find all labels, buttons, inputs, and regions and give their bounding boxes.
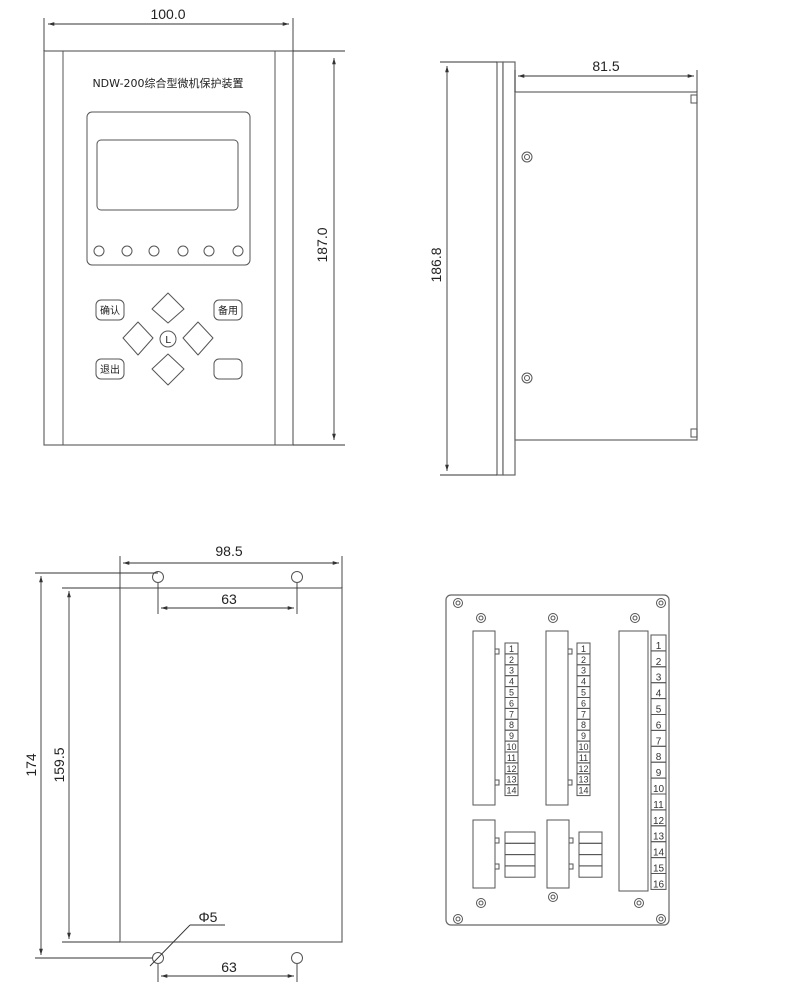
terminal-number: 2: [581, 655, 586, 665]
terminal-number: 1: [581, 644, 586, 654]
terminal-number: 6: [656, 720, 662, 731]
terminal-number: 12: [578, 764, 588, 774]
center-button[interactable]: [159, 330, 177, 348]
mounting-hole: [548, 613, 558, 623]
cutout-height-dim: 159.5: [51, 747, 67, 782]
terminal-number: 9: [509, 731, 514, 741]
terminal-number: 12: [506, 764, 516, 774]
down-arrow-button[interactable]: [151, 353, 185, 386]
mounting-hole: [453, 914, 463, 924]
terminal-number: 10: [653, 784, 665, 795]
side-depth-dim: 81.5: [592, 58, 619, 74]
terminal-cell: [650, 873, 667, 890]
terminal-number: 7: [656, 736, 662, 747]
blank-button[interactable]: [213, 358, 243, 380]
terminal-number: 14: [578, 786, 588, 796]
mounting-hole: [634, 898, 644, 908]
total-height-dim: 174: [23, 753, 39, 777]
led-indicator: [93, 245, 105, 257]
power-terminal: [504, 865, 536, 878]
led-indicator: [177, 245, 189, 257]
terminal-number: 3: [656, 673, 662, 684]
terminal-number: 8: [581, 720, 586, 730]
hole-diameter-dim: Φ5: [199, 909, 218, 925]
terminal-number: 5: [656, 705, 662, 716]
front-width-dim: 100.0: [150, 6, 185, 22]
terminal-number: 11: [653, 800, 664, 811]
mounting-hole: [453, 598, 463, 608]
up-arrow-button[interactable]: [151, 292, 185, 324]
terminal-number: 8: [509, 720, 514, 730]
terminal-number: 5: [581, 688, 586, 698]
terminal-number: 4: [656, 689, 662, 700]
device-title: NDW-200综合型微机保护装置: [92, 76, 243, 90]
terminal-number: 2: [509, 655, 514, 665]
terminal-number: 7: [509, 709, 514, 719]
terminal-number: 13: [653, 832, 665, 843]
terminal-number: 9: [656, 768, 662, 779]
confirm-label: 确认: [100, 304, 120, 317]
terminal-number: 1: [656, 641, 662, 652]
terminal-number: 3: [581, 666, 586, 676]
mounting-view: 98.5 63 63 174 159.5 Φ5: [23, 543, 343, 982]
terminal-number: 9: [581, 731, 586, 741]
left-arrow-button[interactable]: [122, 321, 154, 356]
terminal-number: 7: [581, 709, 586, 719]
lcd-screen: [96, 139, 239, 211]
exit-label: 退出: [100, 363, 120, 376]
terminal-number: 14: [506, 786, 516, 796]
cutout-width-dim: 98.5: [215, 543, 242, 559]
led-indicator: [121, 245, 133, 257]
terminal-number: 10: [578, 742, 588, 752]
led-row: [93, 245, 244, 257]
bottom-hole-spacing-dim: 63: [221, 959, 237, 975]
led-indicator: [148, 245, 160, 257]
side-height-dim: 186.8: [428, 247, 444, 282]
terminal-number: 3: [509, 666, 514, 676]
terminal-number: 12: [653, 816, 665, 827]
terminal-number: 6: [581, 698, 586, 708]
terminal-number: 11: [507, 753, 516, 763]
spare-label: 备用: [218, 304, 238, 317]
terminal-cell: [576, 784, 591, 797]
mounting-hole: [548, 892, 558, 902]
spare-button[interactable]: [213, 299, 243, 321]
terminal-number: 14: [653, 848, 665, 859]
side-view: 81.5 186.8: [428, 58, 698, 476]
led-indicator: [203, 245, 215, 257]
front-height-dim: 187.0: [314, 227, 330, 262]
terminal-number: 6: [509, 698, 514, 708]
confirm-button[interactable]: [95, 299, 125, 321]
exit-button[interactable]: [95, 358, 125, 380]
terminal-number: 5: [509, 688, 514, 698]
center-label: L: [165, 335, 171, 346]
terminal-number: 4: [581, 677, 586, 687]
mounting-hole: [476, 898, 486, 908]
right-arrow-button[interactable]: [182, 321, 214, 356]
terminal-number: 15: [653, 864, 665, 875]
top-hole-spacing-dim: 63: [221, 591, 237, 607]
led-indicator: [232, 245, 244, 257]
mounting-hole: [656, 914, 666, 924]
terminal-number: 1: [509, 644, 514, 654]
terminal-cell: [504, 784, 519, 797]
mounting-hole: [630, 613, 640, 623]
front-view: NDW-200综合型微机保护装置 确认 备用 退出 L 100.0 187.0: [43, 6, 345, 446]
display-frame: [86, 111, 251, 266]
terminal-number: 4: [509, 677, 514, 687]
terminal-number: 2: [656, 657, 662, 668]
terminal-number: 8: [656, 752, 662, 763]
terminal-number: 13: [578, 775, 588, 785]
terminal-number: 10: [506, 742, 516, 752]
mounting-hole: [476, 613, 486, 623]
mounting-hole: [656, 598, 666, 608]
terminal-number: 16: [653, 879, 665, 890]
rear-view: 1234567891011121314123456789101112131412…: [445, 594, 670, 926]
power-terminal: [578, 865, 603, 878]
terminal-number: 13: [506, 775, 516, 785]
terminal-number: 11: [579, 753, 588, 763]
